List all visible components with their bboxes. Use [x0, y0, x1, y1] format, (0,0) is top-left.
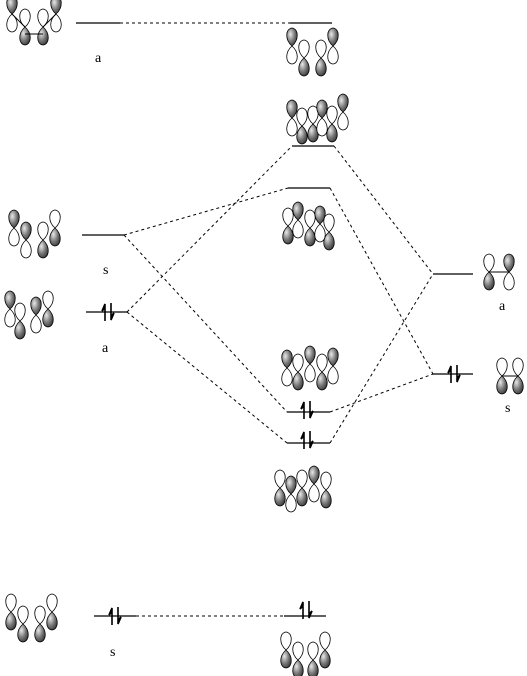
label-left-s: s [103, 263, 108, 278]
orbital-mid-bottom-combined [274, 465, 332, 513]
electron-pair-mid-lower-a [300, 400, 314, 420]
orbital-mid-upper-combined [286, 93, 349, 145]
orbital-bottom-center [280, 631, 331, 676]
orbital-right-s [496, 357, 524, 395]
label-right-a: a [499, 299, 506, 314]
label-top-left: a [95, 51, 102, 66]
orbital-bottom-left [5, 593, 58, 643]
label-bottom-left: s [110, 645, 115, 660]
label-right-s: s [505, 401, 510, 416]
orbital-right-a [483, 253, 515, 291]
label-left-a: a [102, 341, 109, 356]
orbital-mid-second-combined [282, 201, 335, 251]
orbital-top-left [6, 0, 62, 46]
orbital-mid-lower-combined [281, 345, 339, 391]
orbital-left-s [8, 209, 61, 259]
orbital-top-center [286, 27, 339, 77]
orbital-left-a [4, 290, 54, 340]
electron-pair-mid-lower-b [300, 430, 314, 450]
correlation-lines [123, 145, 434, 444]
